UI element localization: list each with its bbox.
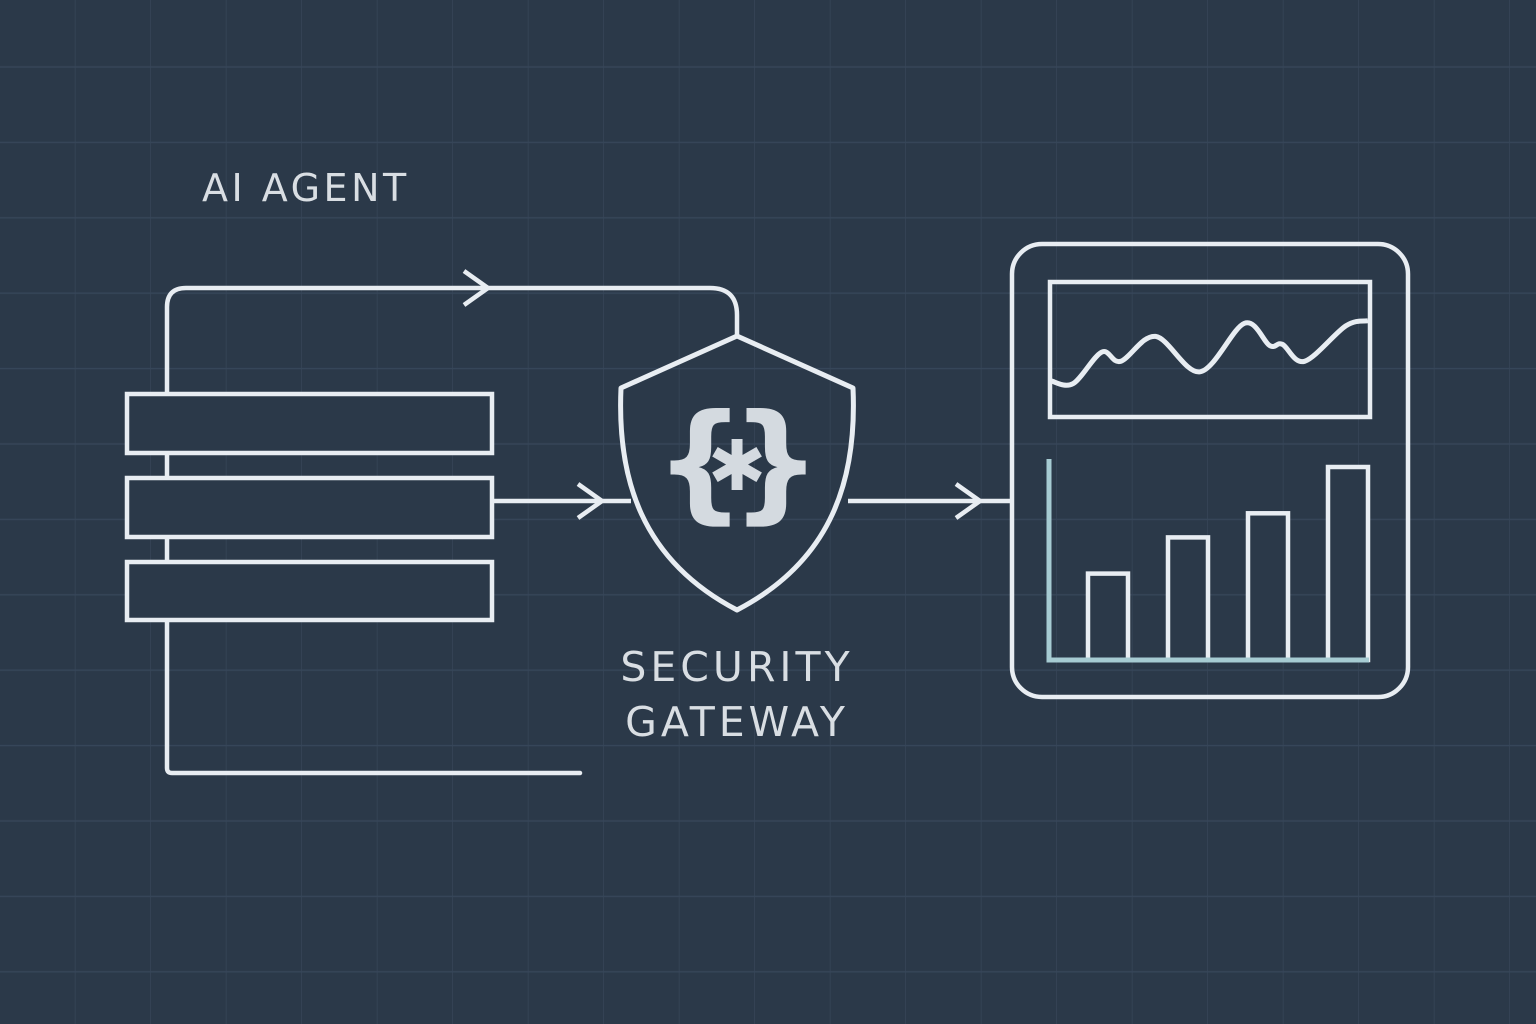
bar-chart-axis: [1046, 459, 1369, 663]
code-brace-left-icon: {: [654, 388, 745, 537]
agent-document-outline: [164, 285, 740, 776]
bar-chart-bar-1: [1085, 571, 1131, 663]
gateway-label: SECURITY GATEWAY: [620, 640, 853, 750]
dashboard-panel: [1009, 241, 1411, 700]
bar-chart-bar-2: [1165, 535, 1211, 663]
dashboard-line-chart: [1050, 318, 1369, 388]
security-shield-icon: [618, 333, 856, 613]
bar-chart-bar-3: [1245, 511, 1291, 663]
asterisk-icon: ✱: [708, 425, 767, 507]
bar-chart-bar-4: [1325, 464, 1371, 663]
line-chart-wave: [1050, 318, 1369, 388]
arrowhead-right-icon: [954, 482, 984, 520]
agent-task-bar-2: [124, 475, 495, 540]
agent-label: AI AGENT: [202, 166, 410, 210]
arrowhead-top-icon: [462, 269, 492, 307]
code-brace-right-icon: }: [730, 388, 821, 537]
gateway-label-line1: SECURITY: [620, 643, 854, 691]
dashboard-bar-chart: [1085, 464, 1371, 663]
line-chart-panel: [1047, 279, 1373, 420]
agent-task-bar-3: [124, 559, 495, 623]
gateway-label-line2: GATEWAY: [625, 698, 849, 746]
arrowhead-middle-icon: [576, 482, 606, 520]
agent-task-bar-1: [124, 391, 495, 456]
